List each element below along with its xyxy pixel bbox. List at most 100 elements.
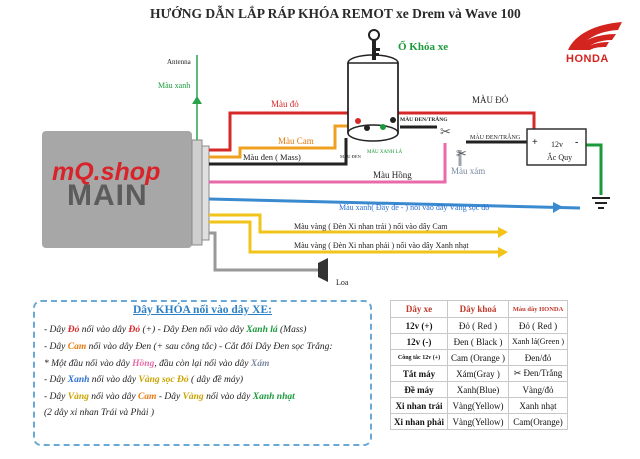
table-cell: Vàng/đỏ [508,381,568,398]
legend-text: nối vào dây [88,392,138,402]
table-cell: Tắt máy [389,365,449,382]
table-cell: Cam (Orange ) [447,349,510,366]
legend-line: - Dây Đỏ nối vào dây Đỏ (+) - Dây Đen nố… [44,325,306,335]
table-cell: Đen/đỏ [508,349,568,366]
legend-line: - Dây Vàng nối vào dây Cam - Dây Vàng nố… [44,392,295,402]
page-title: HƯỚNG DẪN LẮP RÁP KHÓA REMOT xe Drem và … [150,6,521,21]
table-cell: Xi nhan phải [389,413,449,430]
legend-title: Dây KHÓA nối vào dây XE: [133,304,272,316]
legend-text: nối vào dây [89,375,139,385]
legend-text: Đen [181,325,198,335]
orange-wire [209,124,352,159]
battery-minus: - [575,137,578,148]
table-cell: Xanh(Blue) [447,381,510,398]
legend-text: Đen [135,342,152,352]
legend-line: - Dây Cam nối vào dây Đen (+ sau công tắ… [44,342,333,352]
table-header-cell: Dây khoá [447,300,510,318]
main-unit-label: MAIN [67,179,148,212]
legend-text: nối vào dây [203,392,253,402]
antenna-arrow [192,96,202,104]
battery [526,128,587,166]
table-cell: ✂ Đen/Trắng [508,365,568,382]
main-unit-body [42,131,192,248]
table-cell: Cam(Orange) [508,413,568,430]
yellow-left-wire [209,213,500,234]
wiring-legend: Dây KHÓA nối vào dây XE: - Dây Đỏ nối và… [33,300,372,446]
table-cell: Vàng(Yellow) [447,397,510,414]
battery-name: Ắc Quy [547,152,572,162]
black-terminal-label: MÀU ĐEN [340,154,362,159]
battery-plus: + [532,137,538,148]
legend-line: * Một đầu nối vào dây Hồng, đầu còn lại … [44,359,269,369]
legend-text: Xanh [67,375,90,385]
table-cell: Đen ( Black ) [447,333,510,350]
legend-text: Cam [137,392,157,402]
black-wire [209,138,348,166]
connector-pins [201,145,210,241]
red-wire-label-right: MÀU ĐỎ [472,95,509,105]
red-wire-label: Màu đỏ [271,99,299,109]
legend-text: Vàng sọc Đỏ [138,375,189,385]
legend-text: Vàng [182,392,204,402]
ignition-label: Ổ Khóa xe [398,40,448,53]
legend-line: (2 dây xi nhan Trái và Phải ) [44,408,154,418]
ground-wire [586,143,603,195]
legend-text: Đỏ [128,325,141,335]
blue-wire-label: Màu xanh( Đây đề - ) nối vào dây Vàng sọ… [339,203,489,212]
legend-text: - Dây [44,325,68,335]
legend-text: Xanh lá [246,325,278,335]
black-white-label-right: MÀU ĐEN/TRẮNG [470,133,521,141]
table-header-cell: Màu dây HONDA [508,300,568,318]
gray-wire-label: Màu xám [451,166,485,176]
legend-text: nối vào dây [86,342,136,352]
legend-text: nối vào dây [197,325,247,335]
table-cell: Công tắc 12v (+) [389,349,449,366]
table-cell: Xi nhan trái [389,397,449,414]
antenna-label: Antenna [167,58,192,66]
black-white-label: MÀU ĐEN/TRẮNG [400,115,448,123]
legend-text: - Dây [44,375,68,385]
table-cell: Vàng(Yellow) [447,413,510,430]
yellow-right-label: Màu vàng ( Đèn Xi nhan phải ) nối vào dâ… [294,241,469,250]
pink-wire [209,143,447,184]
legend-text: - Dây [44,342,68,352]
table-cell: Xanh nhạt [508,397,568,414]
shop-name: mQ.shop [52,158,161,186]
table-row: 12v (+)Đỏ ( Red )Đỏ ( Red ) [389,317,568,334]
legend-text: Đỏ [67,325,80,335]
connector-block [191,139,203,246]
orange-wire-label: Màu Cam [278,136,314,146]
legend-text: nối vào dây [79,325,129,335]
table-cell: Xám(Gray ) [447,365,510,382]
table-cell: 12v (+) [389,317,449,334]
table-cell: 12v (-) [389,333,449,350]
legend-text: Đen sọc Trắng [273,342,330,352]
honda-wing-logo [568,22,622,50]
black-wire-label: Màu đen ( Mass) [243,152,301,162]
legend-text: Hồng [132,359,155,369]
legend-text: Xám [250,359,270,369]
legend-text: Cam [67,342,87,352]
legend-text: ( dây đề máy) [188,375,243,385]
legend-text: Xanh nhạt [252,392,295,402]
legend-text: (+ sau công tắc) - Cắt đôi Dây [151,342,274,352]
scissors-icon: ✂ [456,146,467,161]
table-row: Công tắc 12v (+)Cam (Orange )Đen/đỏ [389,349,568,366]
legend-text: , đầu còn lại nối vào dây [154,359,251,369]
legend-text: - Dây [156,392,183,402]
green-terminal-label: MÀU XANH LÁ [367,149,403,155]
pink-wire-label: Màu Hồng [373,170,412,180]
table-header-cell: Dây xe [389,300,449,318]
yellow-left-label: Màu vàng ( Đèn Xi nhan trái ) nối vào dâ… [294,222,448,231]
antenna-wire-label: Màu xanh [158,81,190,90]
blue-wire [208,197,581,210]
legend-text: : [329,342,333,352]
legend-line: - Dây Xanh nối vào dây Vàng sọc Đỏ ( dây… [44,375,243,385]
